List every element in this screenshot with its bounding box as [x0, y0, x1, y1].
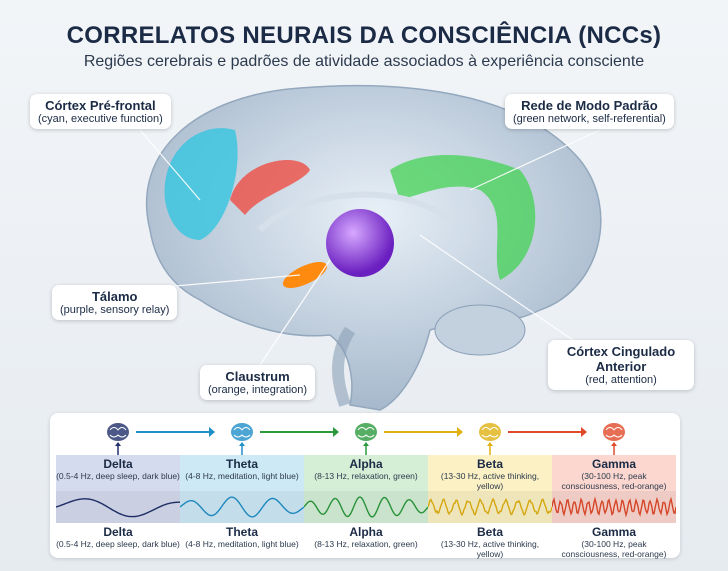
wave-desc: (13-30 Hz, active thinking, yellow) — [440, 471, 540, 491]
brainwave-panel: Delta(0.5-4 Hz, deep sleep, dark blue) D… — [50, 413, 680, 559]
region-desc: (cyan, executive function) — [38, 113, 163, 125]
wave-graphic — [179, 491, 305, 523]
wave-trace — [55, 498, 180, 518]
region-name: Tálamo — [91, 289, 138, 304]
cerebellum — [434, 304, 526, 356]
callout-claustrum: Claustrum(orange, integration) — [200, 365, 316, 400]
region-name: Rede de Modo Padrão — [521, 98, 658, 113]
wave-trace — [551, 496, 677, 518]
wave-graphic — [303, 491, 429, 523]
arrow-icon — [260, 427, 339, 437]
wave-desc-bottom: (13-30 Hz, active thinking, yellow) — [440, 539, 540, 559]
wave-name: Delta — [103, 457, 133, 471]
wave-name: Gamma — [591, 457, 637, 471]
wave-graphic — [55, 491, 180, 523]
wave-column-gamma: Gamma(30-100 Hz, peak consciousness, red… — [551, 455, 677, 559]
brain-icon-beta — [428, 419, 552, 460]
callout-thalamus: Tálamo(purple, sensory relay) — [52, 285, 178, 320]
callout-prefrontal: Córtex Pré-frontal(cyan, executive funct… — [30, 94, 171, 129]
wave-desc: (30-100 Hz, peak consciousness, red-oran… — [561, 471, 667, 491]
brain-icon-alpha — [304, 419, 428, 460]
wave-name: Beta — [476, 457, 503, 471]
wave-trace — [303, 496, 429, 518]
wave-desc-bottom: (30-100 Hz, peak consciousness, red-oran… — [561, 539, 667, 559]
wave-trace — [427, 497, 553, 517]
region-desc: (orange, integration) — [208, 384, 308, 396]
corpus-callosum — [257, 191, 452, 233]
wave-desc-bottom: (4-8 Hz, meditation, light blue) — [185, 539, 299, 549]
wave-desc-bottom: (8-13 Hz, relaxation, green) — [314, 539, 418, 549]
wave-name-bottom: Beta — [476, 525, 503, 539]
brain-icon-gamma — [552, 419, 676, 460]
arrow-icon — [136, 427, 215, 437]
wave-graphic — [551, 491, 677, 523]
claustrum-region — [282, 261, 328, 289]
brainstem — [332, 326, 356, 407]
callout-anterior-cingulate: Córtex Cingulado Anterior(red, attention… — [548, 340, 694, 390]
arrow-icon — [384, 427, 463, 437]
region-name: Córtex Cingulado Anterior — [566, 344, 676, 374]
wave-name: Alpha — [349, 457, 383, 471]
region-desc: (purple, sensory relay) — [60, 304, 170, 316]
wave-column-beta: Beta(13-30 Hz, active thinking, yellow) … — [427, 455, 553, 559]
page-title: CORRELATOS NEURAIS DA CONSCIÊNCIA (NCCs) — [66, 22, 662, 49]
wave-desc: (8-13 Hz, relaxation, green) — [314, 471, 418, 481]
wave-name-bottom: Alpha — [349, 525, 383, 539]
wave-name-bottom: Delta — [103, 525, 133, 539]
wave-desc: (4-8 Hz, meditation, light blue) — [185, 471, 299, 481]
wave-graphic — [427, 491, 553, 523]
cingulate-region — [230, 160, 310, 215]
wave-name: Theta — [225, 457, 258, 471]
prefrontal-region — [164, 128, 238, 240]
region-desc: (red, attention) — [585, 374, 657, 386]
page-subtitle: Regiões cerebrais e padrões de atividade… — [83, 53, 645, 70]
wave-desc: (0.5-4 Hz, deep sleep, dark blue) — [56, 471, 180, 481]
brain-icon-delta — [56, 419, 180, 460]
arrow-icon — [508, 427, 587, 437]
brain-icon-theta — [180, 419, 304, 460]
default-mode-region — [390, 155, 536, 280]
wave-column-theta: Theta(4-8 Hz, meditation, light blue) Th… — [179, 455, 305, 555]
region-desc: (green network, self-referential) — [513, 113, 666, 125]
wave-column-alpha: Alpha(8-13 Hz, relaxation, green) Alpha(… — [303, 455, 429, 555]
thalamus-region — [326, 209, 394, 277]
wave-name-bottom: Theta — [225, 525, 258, 539]
wave-trace — [179, 496, 305, 518]
region-name: Córtex Pré-frontal — [45, 98, 156, 113]
callout-default-mode: Rede de Modo Padrão(green network, self-… — [505, 94, 674, 129]
brain-illustration — [145, 84, 602, 411]
wave-column-delta: Delta(0.5-4 Hz, deep sleep, dark blue) D… — [55, 455, 180, 555]
wave-desc-bottom: (0.5-4 Hz, deep sleep, dark blue) — [56, 539, 180, 549]
wave-name-bottom: Gamma — [591, 525, 637, 539]
region-name: Claustrum — [225, 369, 290, 384]
